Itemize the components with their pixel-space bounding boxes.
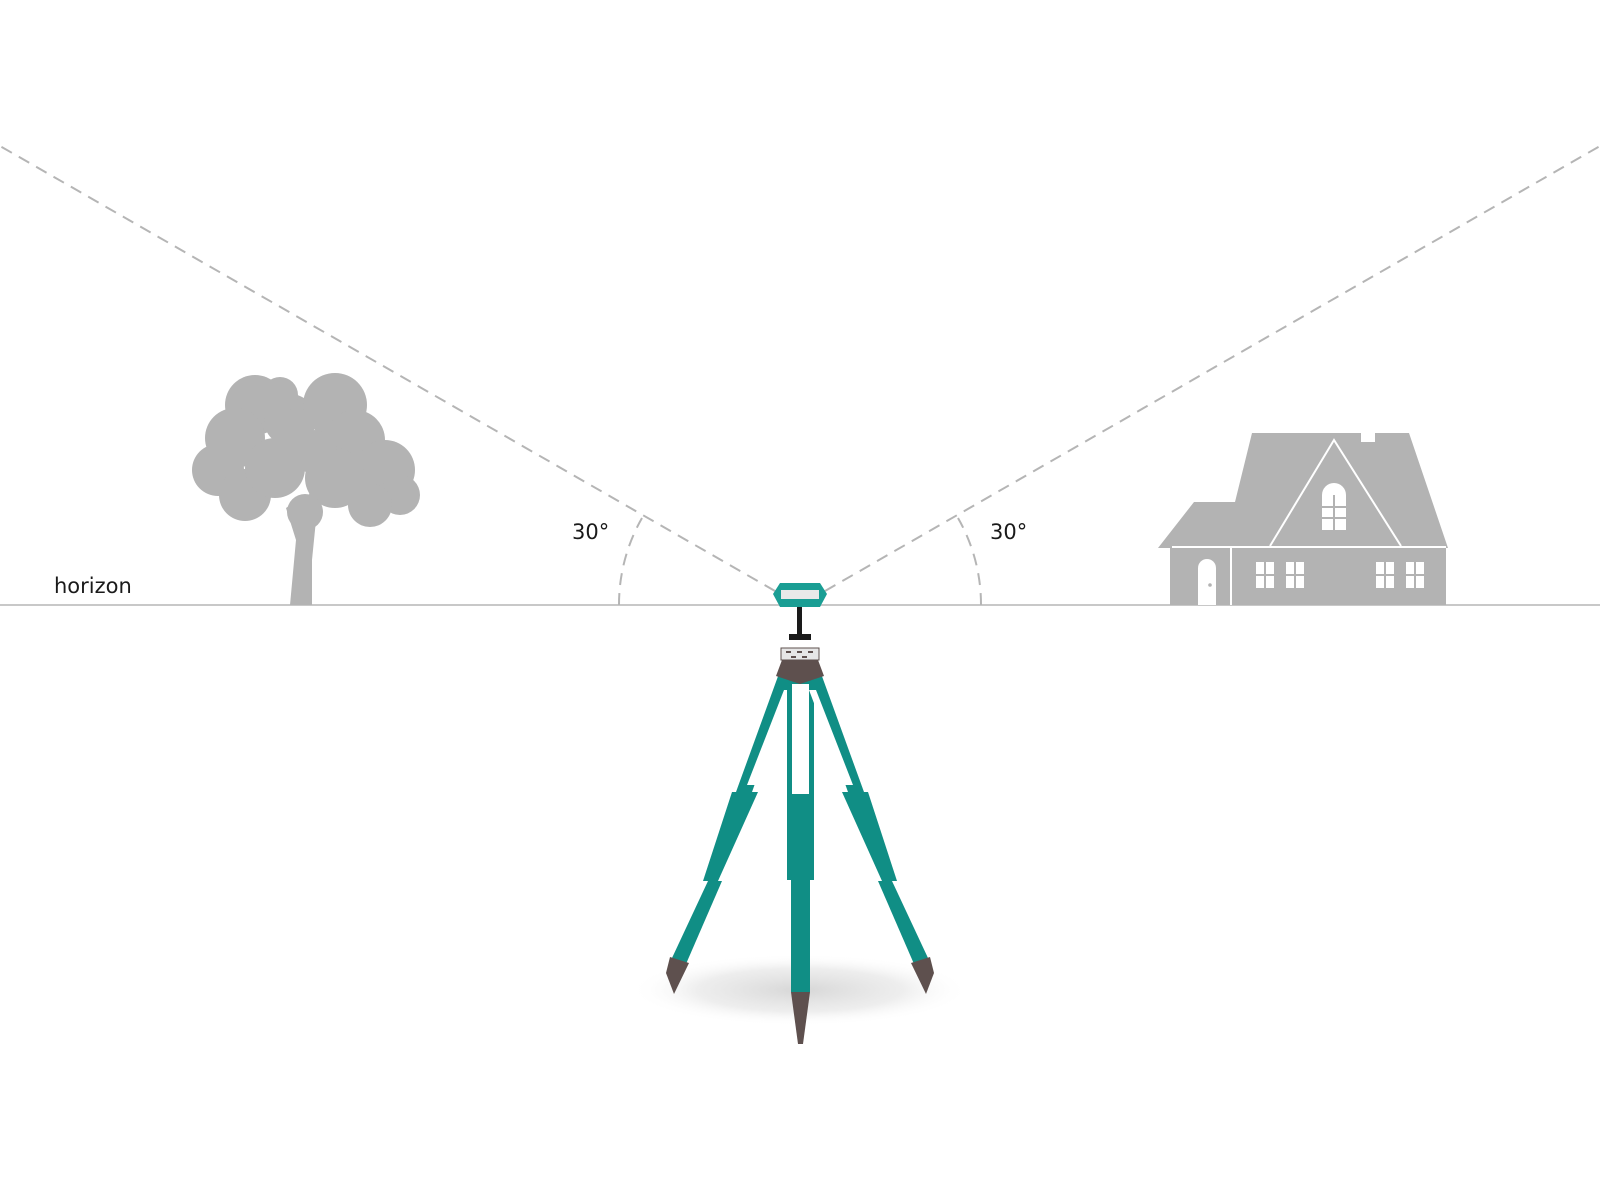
tripod-leg-left xyxy=(666,668,792,994)
tripod-leg-center xyxy=(787,672,814,1044)
tripod-leg-right xyxy=(808,668,934,994)
angle-label-left: 30° xyxy=(572,520,610,544)
house-icon xyxy=(1158,433,1448,605)
gnss-receiver-icon xyxy=(773,583,827,607)
horizon-label: horizon xyxy=(54,574,132,598)
mount-icon xyxy=(789,607,811,640)
tripod-head xyxy=(776,660,824,684)
sight-line-right xyxy=(824,145,1600,592)
tree-icon xyxy=(192,373,420,605)
sight-line-left xyxy=(0,145,776,592)
angle-label-right: 30° xyxy=(990,520,1028,544)
angle-arc-right xyxy=(957,517,983,606)
tripod-icon xyxy=(666,647,934,1044)
angle-arc-left xyxy=(617,517,643,606)
